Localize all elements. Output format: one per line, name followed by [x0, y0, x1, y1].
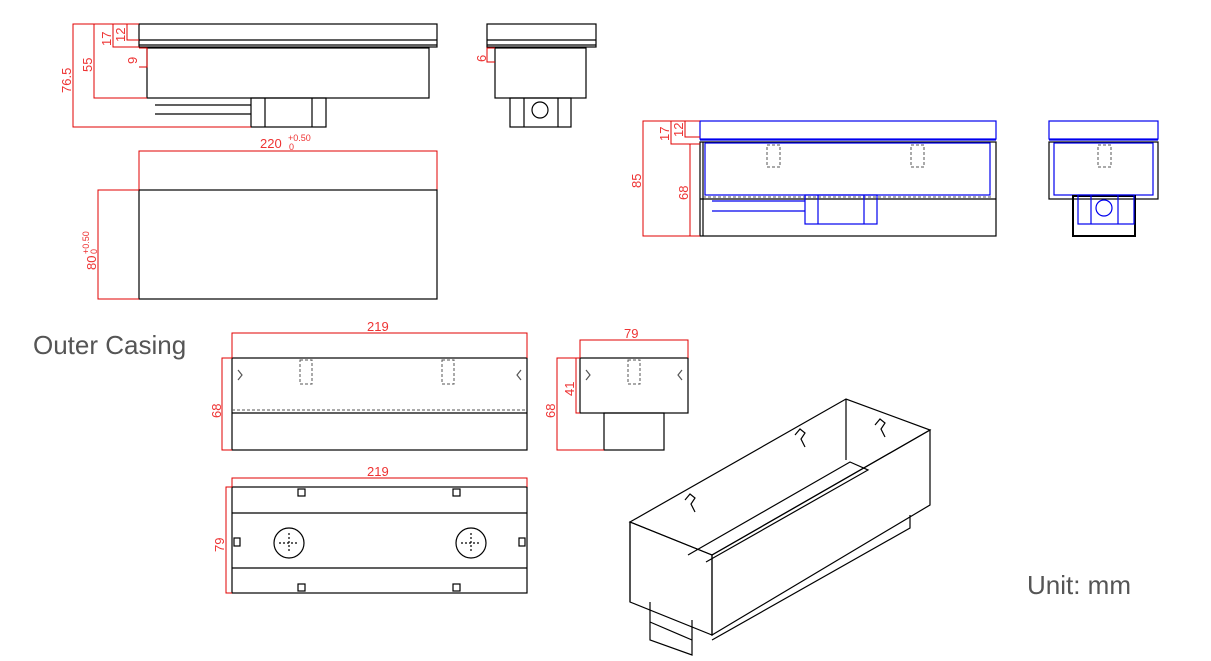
dim-17-assembly: 17: [657, 127, 672, 141]
casing-isometric-view: [628, 398, 932, 656]
dim-6: 6: [474, 55, 489, 62]
dim-12: 12: [113, 28, 128, 42]
section-title-outer-casing: Outer Casing: [33, 330, 187, 360]
dim-79-side: 79: [624, 326, 638, 341]
casing-side-view: 79 41 68: [543, 326, 689, 451]
dim-17: 17: [99, 32, 114, 46]
dim-9: 9: [125, 57, 140, 64]
dim-68-front: 68: [209, 404, 224, 418]
casing-bottom-view: 219 79: [212, 464, 528, 594]
dim-41-side: 41: [562, 382, 577, 396]
dim-219-front: 219: [367, 319, 389, 334]
casing-front-view: 219 68: [209, 319, 528, 451]
dim-12-assembly: 12: [671, 123, 686, 137]
assembly-end-section: [1048, 120, 1159, 237]
dim-68-side: 68: [543, 404, 558, 418]
dim-55: 55: [80, 58, 95, 72]
dim-220: 220: [260, 136, 282, 151]
end-elevation-view: 6: [474, 23, 597, 128]
dim-76-5: 76.5: [59, 68, 74, 93]
dim-80: 80: [84, 256, 99, 270]
side-elevation-view: 76.5 55 17 12 9: [59, 23, 438, 128]
dim-220-tol-upper: +0.50: [288, 133, 311, 143]
dim-80-tol-lower: 0: [89, 249, 99, 254]
dim-219-bottom: 219: [367, 464, 389, 479]
dim-220-tol-lower: 0: [289, 142, 294, 152]
dim-68-assembly: 68: [676, 186, 691, 200]
dim-85: 85: [629, 174, 644, 188]
top-plan-view: 220 +0.50 0 80 +0.50 0: [81, 133, 438, 300]
assembly-side-section: 85 68 17 12: [629, 120, 997, 237]
dim-79-bottom: 79: [212, 538, 227, 552]
dim-80-tol-upper: +0.50: [81, 231, 91, 254]
unit-label: Unit: mm: [1027, 570, 1131, 600]
